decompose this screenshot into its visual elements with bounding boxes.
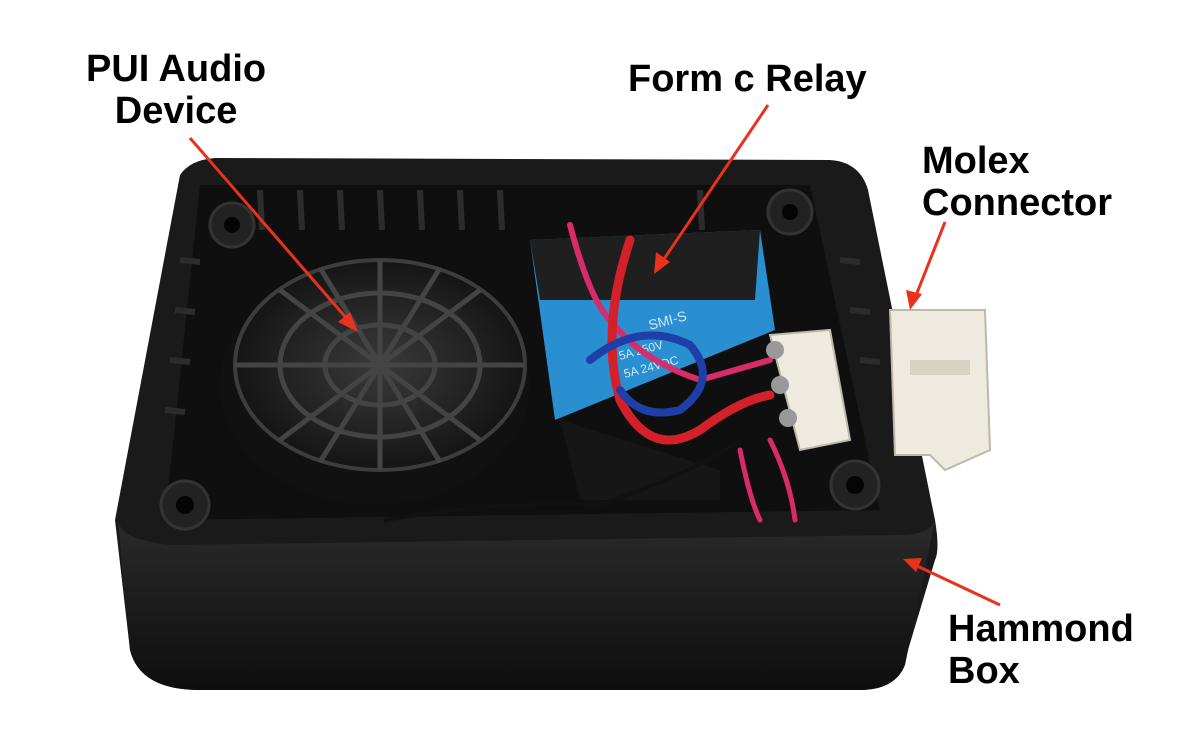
molex-connector	[766, 309, 992, 472]
label-line: Device	[114, 90, 238, 132]
arrow-box	[914, 563, 1001, 607]
arrow-molex	[913, 221, 947, 299]
arrow-relay	[660, 104, 770, 263]
label-line: PUI Audio	[86, 48, 267, 90]
arrow-audio	[188, 137, 350, 321]
label-line: Hammond	[948, 608, 1134, 650]
label-molex-connector: Molex Connector	[922, 140, 1112, 224]
label-line: Molex	[922, 140, 1030, 182]
label-pui-audio-device: PUI Audio Device	[86, 48, 266, 132]
label-line: Connector	[922, 182, 1112, 224]
annotation-arrows	[188, 104, 1001, 607]
wires	[383, 222, 798, 523]
label-hammond-box: Hammond Box	[948, 608, 1134, 692]
label-line: Box	[948, 650, 1020, 692]
pui-audio-device	[220, 258, 530, 505]
label-form-c-relay: Form c Relay	[628, 58, 867, 100]
form-c-relay: SMI-S 5A 250V 5A 24VDC	[530, 230, 775, 500]
